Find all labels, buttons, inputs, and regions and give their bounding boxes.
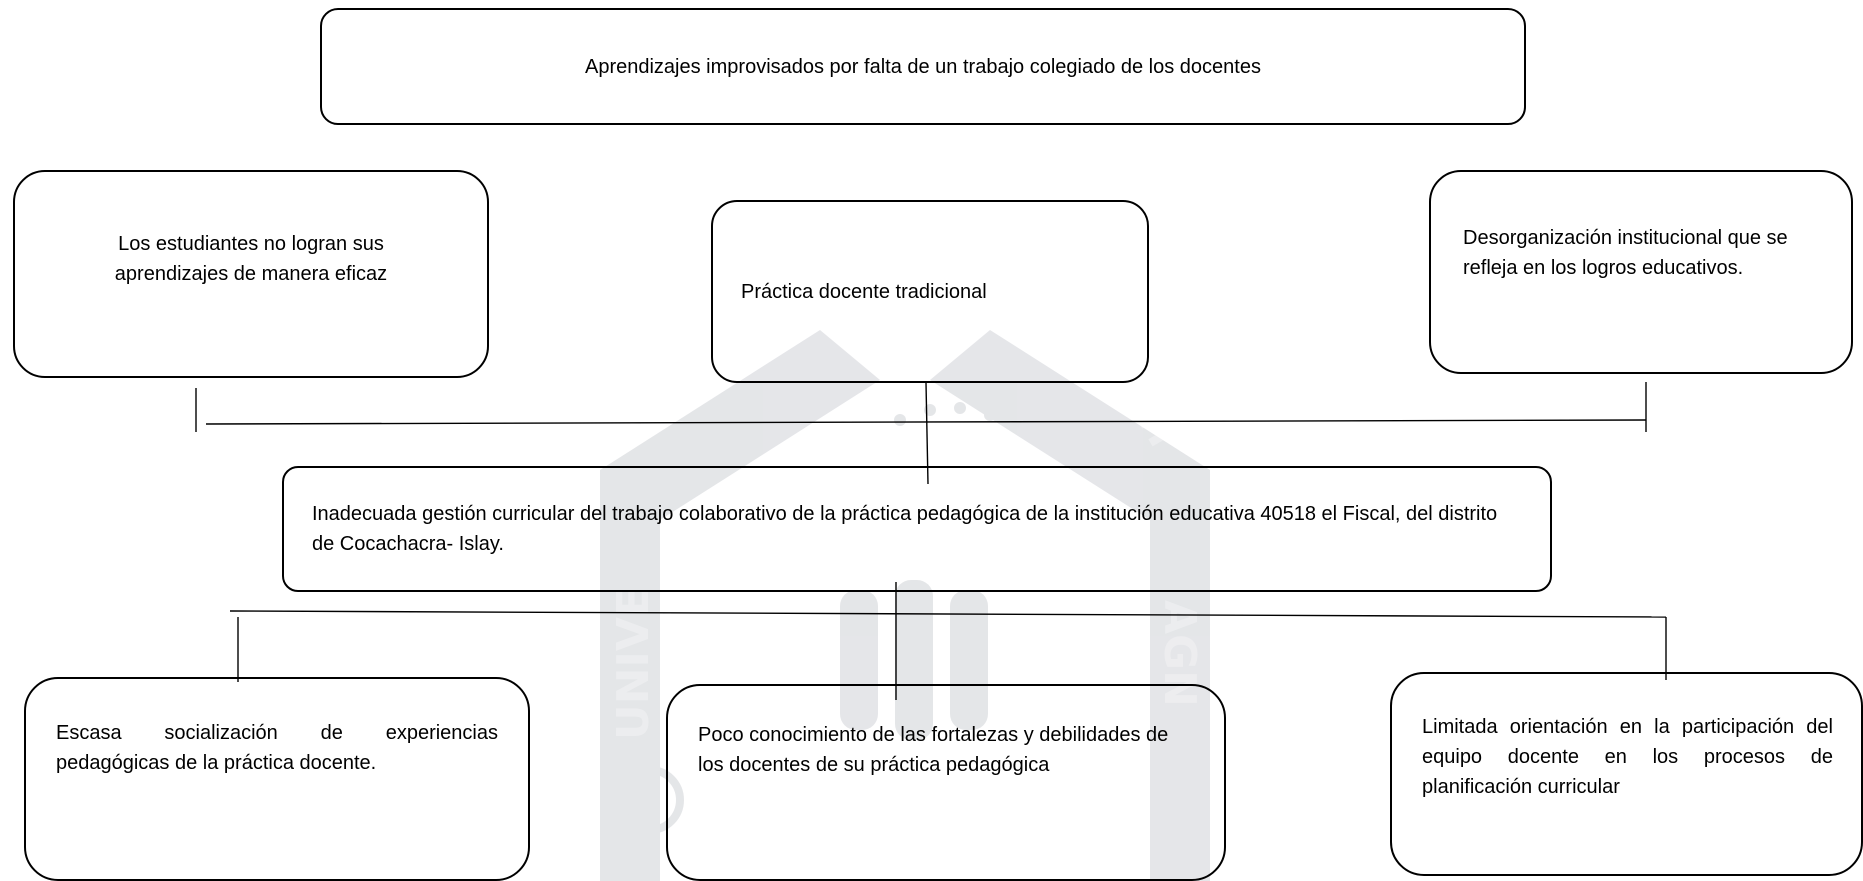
effect-box-3: Desorganización institucional que se ref…	[1429, 170, 1853, 374]
problem-text: Aprendizajes improvisados por falta de u…	[585, 55, 1261, 78]
effect-text-3: Desorganización institucional que se ref…	[1463, 227, 1788, 279]
cause-text-1: Escasa socialización de experiencias ped…	[56, 722, 498, 774]
core-problem-text: Inadecuada gestión curricular del trabaj…	[312, 503, 1498, 555]
problem-box: Aprendizajes improvisados por falta de u…	[320, 8, 1526, 125]
cause-box-1: Escasa socialización de experiencias ped…	[24, 677, 530, 881]
cause-box-3: Limitada orientación en la participación…	[1390, 672, 1863, 876]
cause-box-2: Poco conocimiento de las fortalezas y de…	[666, 684, 1226, 881]
effects-horizontal-connector	[205, 419, 1647, 425]
cause-text-3: Limitada orientación en la participación…	[1422, 716, 1833, 798]
effect-box-2: Práctica docente tradicional	[711, 200, 1149, 383]
core-problem-box: Inadecuada gestión curricular del trabaj…	[282, 466, 1552, 592]
effect-text-1: Los estudiantes no logran sus aprendizaj…	[114, 233, 388, 285]
effect-text-2: Práctica docente tradicional	[741, 280, 987, 303]
cause-text-2: Poco conocimiento de las fortalezas y de…	[698, 723, 1169, 776]
causes-horizontal-connector	[229, 610, 1667, 618]
effect-box-1: Los estudiantes no logran sus aprendizaj…	[13, 170, 489, 378]
